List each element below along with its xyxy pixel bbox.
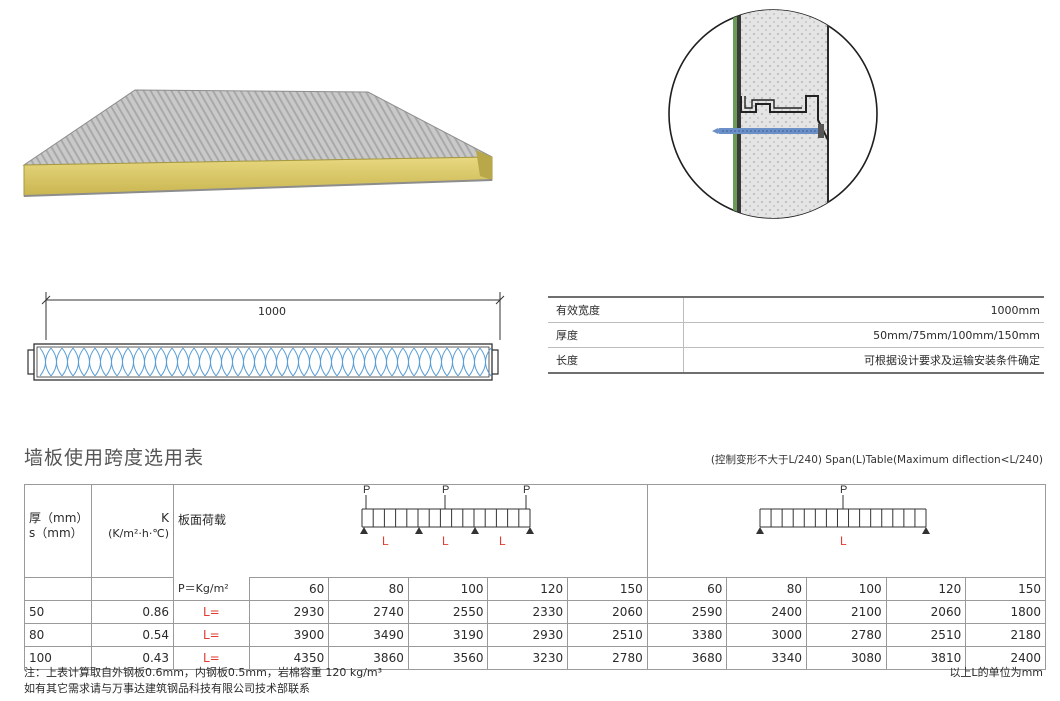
span-value: 3340 (726, 645, 807, 670)
load-value: 80 (328, 576, 409, 601)
load-label: 板面荷载 (178, 513, 227, 527)
panel-top-steel-sheet (22, 89, 493, 166)
thickness-header-line1: 厚（mm） (29, 511, 89, 525)
span-value: 2740 (328, 599, 409, 624)
span-value: 2550 (407, 599, 489, 624)
span-value: 2330 (487, 599, 569, 624)
span-value: 2510 (885, 622, 967, 647)
k-unit: (K/m²·h·℃) (108, 527, 170, 540)
load-value: 150 (965, 576, 1046, 601)
load-value: 80 (726, 576, 807, 601)
span-value: 3810 (885, 645, 967, 670)
section-drawing (27, 292, 505, 381)
spec-label: 厚度 (548, 323, 684, 347)
thickness-header: 厚（mm） s（mm） (23, 484, 93, 578)
table-row: 50 0.86 L= 2930 2740 2550 2330 2060 2590… (23, 599, 1046, 624)
joint-detail-circle (668, 9, 878, 219)
spec-label: 有效宽度 (548, 298, 684, 322)
span-value: 3230 (487, 645, 569, 670)
span-value: 2180 (965, 622, 1046, 647)
k-header: K (K/m²·h·℃) (91, 484, 175, 578)
load-value: 120 (487, 576, 569, 601)
load-value: 100 (805, 576, 887, 601)
load-value: 150 (567, 576, 648, 601)
spec-row: 长度 可根据设计要求及运输安装条件确定 (548, 347, 1044, 374)
span-value: 2060 (885, 599, 967, 624)
span-value: 2930 (487, 622, 569, 647)
span-value: 3860 (328, 645, 409, 670)
span-value: 2510 (567, 622, 648, 647)
load-value: 100 (407, 576, 489, 601)
thickness-cell: 50 (23, 599, 93, 624)
span-table-subtitle: (控制变形不大于L/240) Span(L)Table(Maximum difl… (710, 454, 1043, 466)
thickness-cell: 80 (23, 622, 93, 647)
span-value: 2100 (805, 599, 887, 624)
span-value: 2780 (805, 622, 887, 647)
spec-value: 50mm/75mm/100mm/150mm (873, 328, 1040, 342)
load-value: 60 (646, 576, 728, 601)
l-cell: L= (173, 645, 250, 670)
span-value: 3380 (646, 622, 728, 647)
span-value: 3680 (646, 645, 728, 670)
spec-table: 有效宽度 1000mm 厚度 50mm/75mm/100mm/150mm 长度 … (548, 296, 1044, 374)
footnote-unit: 以上L的单位为mm (949, 666, 1043, 679)
span-value: 3080 (805, 645, 887, 670)
load-value: 120 (885, 576, 967, 601)
p-unit: P＝Kg/m² (173, 577, 250, 601)
span-table-title: 墙板使用跨度选用表 (24, 447, 205, 469)
load-header-group1: 板面荷载 (173, 484, 648, 577)
span-value: 1800 (965, 599, 1046, 624)
span-value: 2400 (965, 645, 1046, 670)
span-value: 2930 (248, 599, 330, 624)
thickness-header-line2: s（mm） (29, 526, 83, 540)
span-value: 3490 (328, 622, 409, 647)
load-values-row: P＝Kg/m² 60 80 100 120 150 60 80 100 120 … (23, 576, 1046, 601)
k-label: K (161, 511, 170, 525)
load-value: 60 (248, 576, 330, 601)
thickness-cell: 100 (23, 645, 93, 670)
dimension-width-label: 1000 (258, 305, 286, 318)
footnote-calculation: 注：上表计算取自外钢板0.6mm，内钢板0.5mm，岩棉容重 120 kg/m³ (24, 666, 383, 679)
k-cell: 0.54 (91, 622, 175, 647)
span-value: 2590 (646, 599, 728, 624)
spec-label: 长度 (548, 348, 684, 372)
spec-row: 厚度 50mm/75mm/100mm/150mm (548, 322, 1044, 347)
table-row: 100 0.43 L= 4350 3860 3560 3230 2780 368… (23, 645, 1046, 670)
span-value: 2400 (726, 599, 807, 624)
span-value: 3000 (726, 622, 807, 647)
l-cell: L= (173, 599, 250, 624)
table-row: 80 0.54 L= 3900 3490 3190 2930 2510 3380… (23, 622, 1046, 647)
footnote-contact: 如有其它需求请与万事达建筑钢品科技有限公司技术部联系 (24, 682, 310, 695)
l-cell: L= (173, 622, 250, 647)
spec-row: 有效宽度 1000mm (548, 296, 1044, 322)
k-cell: 0.86 (91, 599, 175, 624)
span-table: 厚（mm） s（mm） K (K/m²·h·℃) 板面荷载 P＝Kg/m² 60… (23, 484, 1047, 670)
span-value: 3560 (407, 645, 489, 670)
span-value: 2780 (567, 645, 648, 670)
load-header-group2 (646, 484, 1047, 577)
span-value: 2060 (567, 599, 648, 624)
span-value: 4350 (248, 645, 330, 670)
panel-side-edge (476, 150, 492, 180)
spec-value: 可根据设计要求及运输安装条件确定 (864, 354, 1040, 367)
span-value: 3190 (407, 622, 489, 647)
spec-value: 1000mm (990, 303, 1040, 317)
span-value: 3900 (248, 622, 330, 647)
k-cell: 0.43 (91, 645, 175, 670)
